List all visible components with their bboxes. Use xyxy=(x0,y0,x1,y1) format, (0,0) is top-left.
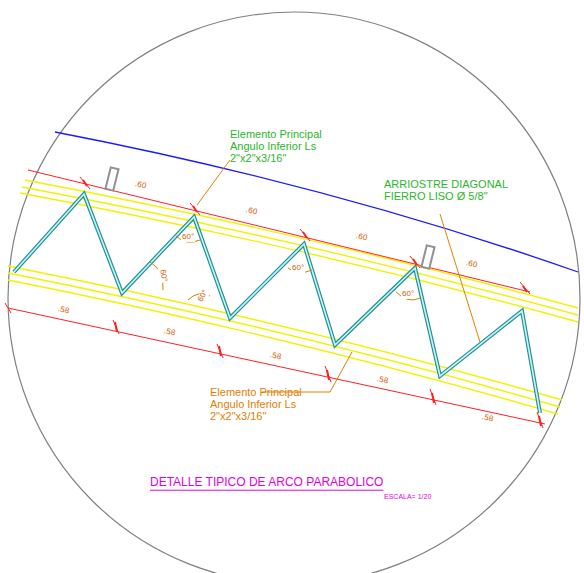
dimension-label: .58 xyxy=(56,305,71,317)
drawing-title: DETALLE TIPICO DE ARCO PARABOLICO xyxy=(150,476,383,489)
dimension-ticks xyxy=(83,180,541,426)
chords xyxy=(8,180,578,414)
dimension-label: .60 xyxy=(133,180,148,192)
dimension-label: .60 xyxy=(244,206,259,218)
callout-text: ARRIOSTRE DIAGONAL FIERRO LISO Ø 5/8" xyxy=(384,178,508,202)
web-members-inner xyxy=(14,194,540,413)
angle-label: 60° xyxy=(157,268,168,283)
callout-text: Elemento Principal Angulo Inferior Ls 2"… xyxy=(210,386,310,422)
detail-circle xyxy=(8,12,580,573)
angle-label: 60° xyxy=(196,288,211,305)
dimension-lines xyxy=(5,170,545,428)
scale-note: ESCALA= 1/20 xyxy=(384,493,431,501)
title-underline xyxy=(150,490,383,491)
dimension-label: .60 xyxy=(464,259,479,271)
angle-label: 60° xyxy=(291,264,305,273)
dimension-label: .58 xyxy=(162,327,177,339)
web-members-outer xyxy=(14,194,540,413)
dimension-label: .58 xyxy=(480,413,495,425)
dimension-label: .58 xyxy=(268,351,283,363)
dimension-label: .60 xyxy=(354,232,369,244)
angle-label: 60° xyxy=(181,233,195,242)
angle-arcs xyxy=(150,236,420,300)
dimension-label: .58 xyxy=(375,375,390,387)
callout-text: Elemento Principal Angulo Inferior Ls 2"… xyxy=(230,128,330,164)
angle-label: 60° xyxy=(401,290,415,299)
